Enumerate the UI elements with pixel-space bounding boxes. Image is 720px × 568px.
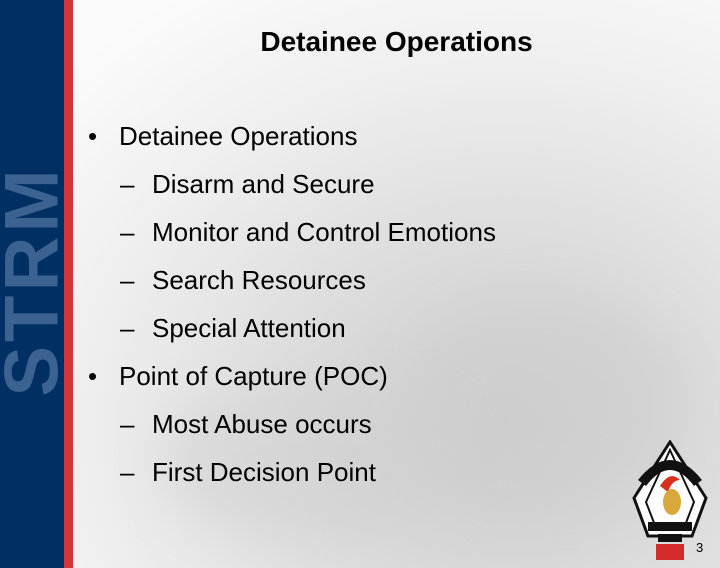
bullet-text: First Decision Point bbox=[152, 457, 376, 487]
bullet-list: •Detainee Operations –Disarm and Secure … bbox=[88, 118, 496, 502]
bullet-text: Detainee Operations bbox=[119, 121, 358, 151]
sub-bullet-item: –Special Attention bbox=[88, 310, 496, 358]
bullet-text: Most Abuse occurs bbox=[152, 409, 372, 439]
bullet-text: Search Resources bbox=[152, 265, 366, 295]
background-cloud bbox=[420, 300, 680, 500]
sub-bullet-item: –Monitor and Control Emotions bbox=[88, 214, 496, 262]
bullet-marker: • bbox=[88, 121, 98, 151]
sub-bullet-item: –First Decision Point bbox=[88, 454, 496, 502]
bullet-text: Point of Capture (POC) bbox=[119, 361, 388, 391]
bullet-text: Monitor and Control Emotions bbox=[152, 217, 496, 247]
bullet-item: • Point of Capture (POC) bbox=[88, 358, 496, 406]
sub-bullet-item: –Most Abuse occurs bbox=[88, 406, 496, 454]
bullet-marker: • bbox=[88, 361, 98, 391]
side-bar bbox=[0, 0, 64, 568]
sub-bullet-item: –Disarm and Secure bbox=[88, 166, 496, 214]
bullet-text: Disarm and Secure bbox=[152, 169, 375, 199]
bullet-marker: – bbox=[120, 409, 135, 439]
bullet-text: Special Attention bbox=[152, 313, 346, 343]
background-cloud bbox=[160, 380, 460, 540]
side-stripe bbox=[64, 0, 73, 568]
side-text: STRM bbox=[0, 165, 75, 397]
bullet-item: • Detainee Operations bbox=[88, 118, 496, 166]
slide-title: Detainee Operations bbox=[260, 26, 533, 57]
bullet-marker: – bbox=[120, 169, 135, 199]
page-number: 3 bbox=[696, 540, 704, 555]
bullet-marker: – bbox=[120, 457, 135, 487]
bullet-marker: – bbox=[120, 217, 135, 247]
bullet-marker: – bbox=[120, 265, 135, 295]
bullet-marker: – bbox=[120, 313, 135, 343]
sub-bullet-item: –Search Resources bbox=[88, 262, 496, 310]
emblem-logo bbox=[632, 440, 708, 560]
